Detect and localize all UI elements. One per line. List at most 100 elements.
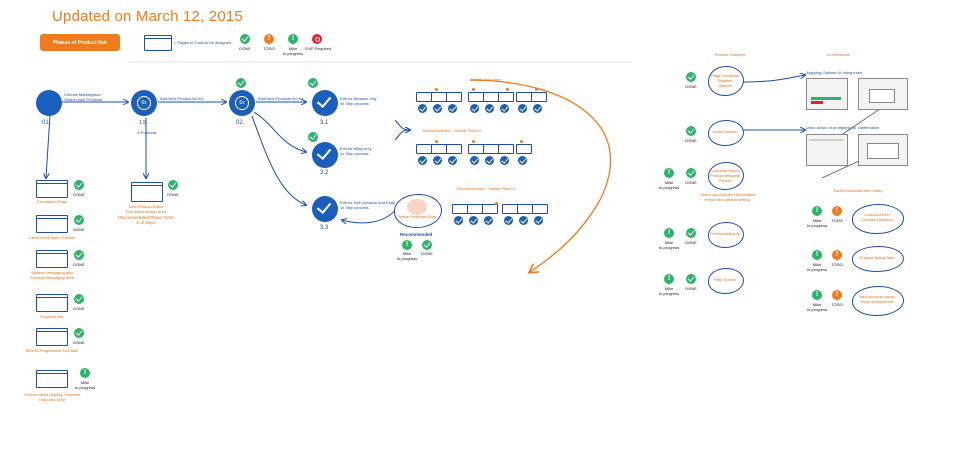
left-item-status: DONE — [73, 340, 85, 345]
left-item-label: Client Feed Back Channel — [28, 235, 76, 240]
t-item-bubble[interactable] — [852, 286, 904, 316]
legend-todo: TODO — [263, 46, 275, 51]
node-15-box-bot: Pick listed design Area — [125, 209, 167, 214]
step-check-icon — [433, 156, 442, 165]
left-item-status: Mike In-progress — [74, 380, 96, 390]
orange-dot — [435, 140, 438, 143]
r-item-bubble[interactable] — [708, 66, 744, 96]
r-item-status: DONE — [685, 180, 697, 185]
step-check-icon — [534, 216, 543, 225]
rec-done-icon — [422, 240, 432, 250]
r-item-wip: Mike In-progress — [658, 180, 680, 190]
legend-page-icon — [144, 35, 172, 51]
node-01-text: Choose Marketplace Search past Products — [64, 92, 103, 102]
r-item-wip-icon — [664, 228, 674, 238]
rec-done: DONE — [421, 251, 433, 256]
t-item-bubble[interactable] — [852, 246, 904, 272]
legend-fix-icon — [312, 34, 322, 44]
left-item-done-icon — [74, 294, 84, 304]
step-check-icon — [533, 104, 542, 113]
left-item-page[interactable] — [36, 215, 68, 233]
rec-wip-icon — [402, 240, 412, 250]
t-item-status: TODO — [831, 218, 843, 223]
t-item-wip-icon — [812, 290, 822, 300]
r-item-bubble[interactable] — [708, 222, 744, 248]
r-item-text: Undo Solution — [712, 129, 738, 134]
screen-thumb — [452, 204, 468, 214]
r-item-wip-icon — [664, 274, 674, 284]
screen-thumb — [517, 204, 533, 214]
screen-thumb — [431, 92, 447, 102]
t-item-wip-icon — [812, 206, 822, 216]
legend-todo-icon — [264, 34, 274, 44]
left-item-label: Progress Bar — [40, 314, 64, 319]
node-15-done: DONE — [167, 192, 179, 197]
todo-head: Earlier Business then today — [833, 188, 883, 193]
rec1-label: Recommended – Similar Flow UI — [422, 128, 482, 133]
left-item-done-icon — [74, 250, 84, 260]
ref-screenshot — [858, 78, 908, 110]
r-item-bubble[interactable] — [708, 120, 744, 146]
legend-done-icon — [240, 34, 250, 44]
step-check-icon — [448, 156, 457, 165]
step-check-icon — [504, 216, 513, 225]
legend-page-text: = Pages or Tools to be designed — [174, 40, 232, 45]
step-check-icon — [418, 104, 427, 113]
left-item-page[interactable] — [36, 180, 68, 198]
r-item-bubble[interactable] — [708, 162, 744, 190]
orange-dot — [472, 88, 475, 91]
recommended-blob[interactable] — [394, 194, 442, 228]
screen-thumb — [446, 144, 462, 154]
left-item-page[interactable] — [36, 294, 68, 312]
node-33[interactable] — [312, 196, 338, 222]
node-31[interactable] — [312, 90, 338, 116]
node-15-label: 1.5 — [139, 120, 146, 126]
node-02[interactable]: 6x — [229, 90, 255, 116]
orange-dot — [520, 140, 523, 143]
t-item-wip-icon — [812, 250, 822, 260]
col1-head: Product Features — [714, 52, 746, 57]
left-item-wip-icon — [80, 368, 90, 378]
step-check-icon — [518, 156, 527, 165]
node-31-label: 3.1 — [320, 120, 329, 126]
t-item-bubble[interactable] — [852, 204, 904, 234]
rec2-label: Recommended – Similar Flow UI — [456, 186, 516, 191]
orange-dot — [506, 88, 509, 91]
legend-fix: FIXE Required — [304, 46, 332, 51]
r-item-text: Help Screen — [713, 277, 736, 282]
step-check-icon — [448, 104, 457, 113]
screen-thumb — [516, 92, 532, 102]
r-item-status: DONE — [685, 286, 697, 291]
screen-thumb — [531, 92, 547, 102]
left-item-page[interactable] — [36, 328, 68, 346]
screen-thumb — [498, 92, 514, 102]
node-15[interactable]: 6x — [131, 90, 157, 116]
screen-thumb — [468, 92, 484, 102]
step-check-icon — [500, 156, 509, 165]
node-15-text: Add New Product led Ks — [160, 96, 204, 101]
left-items: DONE Foundation Page DONE Client Feed Ba… — [24, 180, 96, 410]
step-check-icon — [454, 216, 463, 225]
node-01-label: 01. — [42, 120, 51, 126]
rec-wip: Mike In-progress — [396, 251, 418, 261]
t-item-status: TODO — [831, 262, 843, 267]
node-01[interactable] — [36, 90, 62, 116]
t-item-todo-icon — [832, 206, 842, 216]
node-32[interactable] — [312, 142, 338, 168]
left-item-status: DONE — [73, 227, 85, 232]
left-item-page[interactable] — [36, 370, 68, 388]
orange-dot — [535, 88, 538, 91]
orange-dot — [495, 202, 498, 205]
r-item-text: Page Functions Together Options — [711, 73, 739, 88]
phases-pill[interactable]: Phases of Product listr — [40, 34, 120, 51]
left-item-status: DONE — [73, 306, 85, 311]
node-32-text: Edit for eBay only 1x Step process — [340, 146, 372, 156]
left-item-page[interactable] — [36, 250, 68, 268]
r-item-bubble[interactable] — [708, 268, 744, 294]
step-check-icon — [519, 216, 528, 225]
page-title: Updated on March 12, 2015 — [52, 8, 243, 25]
screen-thumb — [516, 144, 532, 154]
t-item-todo-icon — [832, 290, 842, 300]
step-check-icon — [418, 156, 427, 165]
node-15-page[interactable] — [131, 182, 163, 202]
